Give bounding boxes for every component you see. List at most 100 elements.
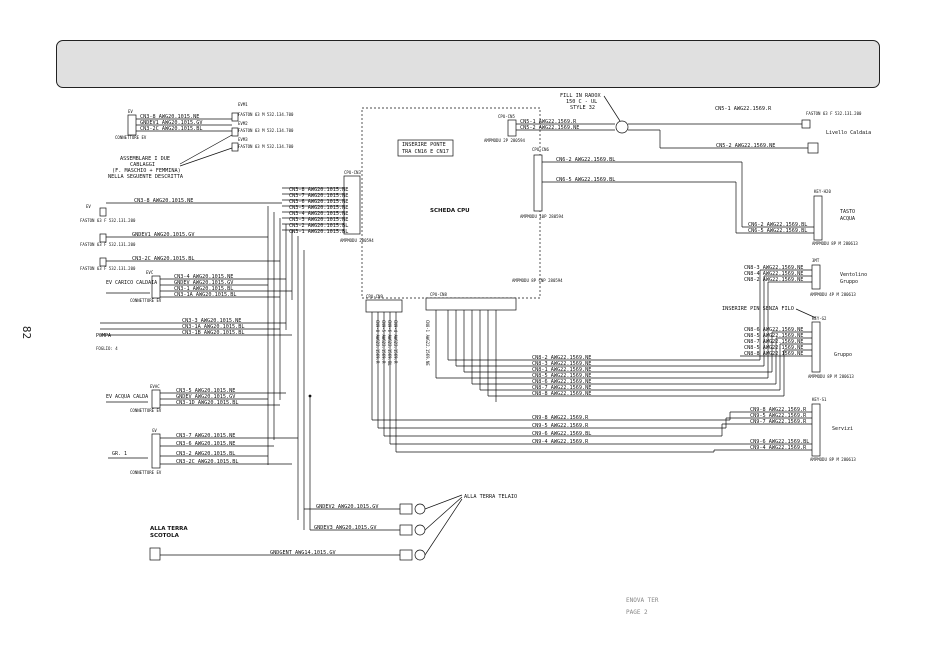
ground-wire-label: GNDEV3 AWG20.1015.GV	[314, 525, 376, 531]
gruppo-key: KEY-G2	[812, 316, 827, 321]
cn5-wire-label: CN5-1 AWG22.1569.R	[520, 119, 577, 125]
cpu-cn6-label: CPU-CN6	[532, 147, 549, 152]
evc-wire-label: GNDEV AWG20.1015.GV	[174, 280, 233, 286]
servizi-connector	[811, 403, 821, 457]
cpu-cn6-part: AMPMODU 10P 280594	[520, 214, 564, 219]
ev-faston	[99, 207, 107, 217]
vertical-label: CN9-6 AWG22.1569.BL	[387, 320, 392, 366]
ground-ring	[414, 503, 426, 515]
cn3-bus-label: CN3-6 AWG20.1015.NE	[289, 199, 348, 205]
cn8-bus-label: CN8-1 AWG22.1569.NE	[532, 367, 591, 373]
tasto-wire-label: CN6-5 AWG22.1569.BL	[748, 228, 807, 234]
top-ev-wire-label: CN3-2C AWG20.1015.BL	[140, 126, 202, 132]
ev-faston	[99, 257, 107, 267]
servizi-wire-label: CN9-6 AWG22.1569.BL	[750, 439, 809, 445]
cpu-cn5-label: CPU-CN5	[498, 114, 515, 119]
gr1-wire-label: CN3-2C AWG20.1015.BL	[176, 459, 238, 465]
cpu-label: SCHEDA CPU	[430, 208, 470, 214]
terra-telaio: ALLA TERRA TELAIO	[464, 494, 517, 500]
evac-wire-label: CN3-1D AWG20.1015.BL	[176, 400, 238, 406]
pompa-name: POMPA	[96, 333, 111, 339]
ev-faston-label: FASTON 63 F 532.131.200	[80, 242, 136, 247]
pin-note: INSERIRE PIN SENZA FILO	[722, 306, 794, 312]
gruppo-part: AMPMODU 8P M 280613	[808, 374, 854, 379]
gruppo-wire-label: CN8-5 AWG22.1569.NE	[744, 345, 803, 351]
ventolino-wire-label: CN8-2 AWG22.1569.NE	[744, 277, 803, 283]
tasto-name-2: ACQUA	[840, 216, 855, 222]
evc-wire-label: CN3-4 AWG20.1015.NE	[174, 274, 233, 280]
bridge-note-box	[397, 139, 454, 157]
cn3-bus-label: CN3-4 AWG20.1015.NE	[289, 211, 348, 217]
cn8-bus-label: CN8-6 AWG22.1569.NE	[532, 379, 591, 385]
gr1-wire-label: CN3-6 AWG20.1015.NE	[176, 441, 235, 447]
evac-wire-label: CN3-5 AWG20.1015.NE	[176, 388, 235, 394]
radox-leader	[603, 95, 621, 122]
cn8-bus-label: CN8-3 AWG22.1569.NE	[532, 361, 591, 367]
top-ev-faston-label: FASTON 63 M 532.134.700	[238, 128, 294, 133]
assemble-leader	[179, 134, 233, 165]
evac-connector	[151, 389, 161, 409]
gr1-connector-label: CONNETTORE EV	[130, 470, 162, 475]
ground-ring	[414, 524, 426, 536]
top-ev-faston	[231, 142, 239, 152]
cn9-bus-label: CN9-8 AWG22.1569.R	[532, 415, 589, 421]
cn3-bus-label: CN3-8 AWG20.1015.NE	[289, 187, 348, 193]
cpu-cn8-connector	[425, 297, 517, 311]
ventolino-connector	[811, 264, 821, 290]
top-ev-faston	[231, 127, 239, 137]
fill-note: FILL IN RADOX	[560, 93, 601, 99]
top-ev-connector	[127, 114, 137, 136]
footer-model: ENOVA TER	[626, 597, 659, 604]
assemble-note: NELLA SEGUENTE DESCRITTA	[108, 174, 184, 180]
ground-wire-label: GNDEV2 AWG20.1015.GV	[316, 504, 378, 510]
terra-leader	[424, 498, 463, 556]
evac-name: EV ACQUA CALDA	[106, 394, 148, 400]
top-ev-faston-label: FASTON 63 M 532.134.700	[238, 144, 294, 149]
cpu-cn3-part: AMPMODU 280594	[340, 238, 374, 243]
gr1-connector	[151, 433, 161, 469]
ev-faston-label: FASTON 63 F 532.131.200	[80, 218, 136, 223]
ev-faston	[99, 233, 107, 243]
cn9-bus-label: CN9-4 AWG22.1569.R	[532, 439, 589, 445]
top-ev-tag: EVM1	[238, 102, 248, 107]
fill-note: 150 C - UL	[566, 99, 597, 105]
top-ev-label: EV	[128, 109, 133, 114]
top-ev-tag: EVM2	[238, 121, 248, 126]
ev-wire-label: GNDEV1 AWG20.1015.GV	[132, 232, 194, 238]
pin-leader	[795, 308, 817, 319]
right-routing	[713, 269, 812, 452]
evc-connector-label: CONNETTORE EV	[130, 298, 162, 303]
cpu-cn9-connector	[365, 299, 403, 313]
fill-note: STYLE 32	[570, 105, 595, 111]
evc-wire-label: CN3-1A AWG20.1015.BL	[174, 292, 236, 298]
cn5-wire-label: CN5-2 AWG22.1569.NE	[520, 125, 579, 131]
ground-terminal	[399, 503, 413, 515]
servizi-name: Servizi	[832, 426, 853, 432]
cpu-board-outline	[361, 107, 541, 299]
terra-leader	[424, 494, 463, 510]
cpu-cn9-label: CPU-CN9	[366, 294, 383, 299]
cn8-bus-label: CN8-5 AWG22.1569.NE	[532, 373, 591, 379]
cpu-cn8-label: CPU-CN8	[430, 292, 447, 297]
ground-wire-label: GNDGENT AWG14.1015.GV	[270, 550, 336, 556]
gruppo-connector	[811, 321, 821, 373]
servizi-wire-label: CN9-5 AWG22.1569.R	[750, 413, 807, 419]
ventolino-name-1: Ventolino	[840, 272, 867, 278]
cpu-cn8-part: AMPMODU 8P CNP 280594	[512, 278, 563, 283]
cpu-cn5-part: AMPMODU 2P 280594	[484, 138, 526, 143]
assemble-note: (F. MASCHIO + FEMMINA)	[112, 168, 181, 174]
assemble-note: ASSEMBLARE I DUE	[120, 156, 170, 162]
cn8-bus-label: CN8-2 AWG22.1569.NE	[532, 355, 591, 361]
evc-tag: EVC	[146, 270, 154, 275]
ventolino-name-2: Gruppo	[840, 279, 858, 285]
terra-leader	[424, 496, 463, 531]
tasto-wire-label: CN6-2 AWG22.1569.BL	[748, 222, 807, 228]
vertical-label: CN8-1 AWG22.1569.NE	[425, 320, 430, 366]
pompa-wire-label: CN3-1B AWG20.1015.BL	[182, 330, 244, 336]
gruppo-wire-label: CN8-6 AWG22.1569.NE	[744, 327, 803, 333]
header-banner	[56, 40, 880, 88]
gruppo-name: Gruppo	[834, 352, 852, 358]
cn9-bus	[372, 419, 730, 453]
cn3-bus-label: CN3-3 AWG20.1015.NE	[289, 217, 348, 223]
